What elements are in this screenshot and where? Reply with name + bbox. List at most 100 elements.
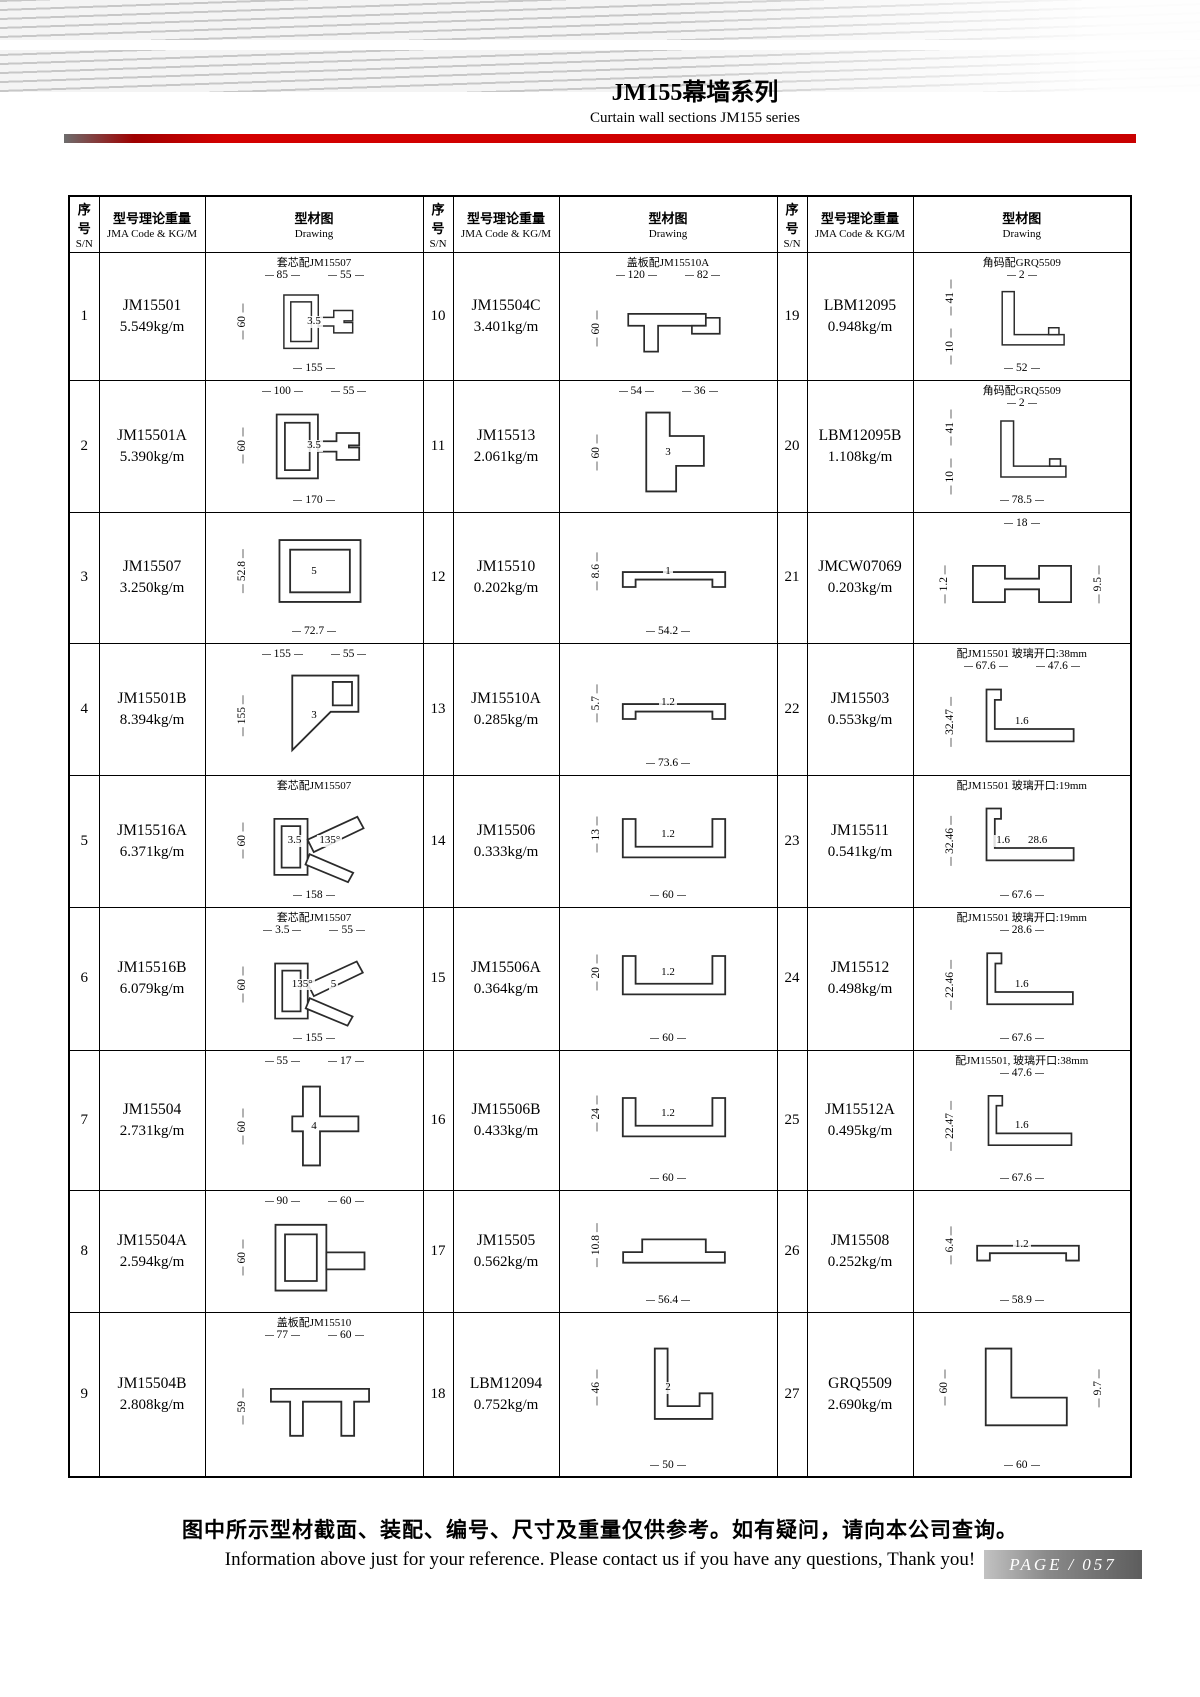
profile-weight: 1.108kg/m (827, 448, 893, 465)
sn-header-en: S/N (75, 237, 93, 250)
top-dimensions: 2 (916, 269, 1129, 282)
sn-cell: 1 (68, 251, 100, 381)
smallI-section-drawing (971, 564, 1072, 603)
anglemullion-section-drawing (273, 815, 365, 884)
shallow-section-drawing (621, 571, 726, 589)
profile-code: JMCW07069 (818, 558, 902, 576)
profile-code: JM15512A (825, 1100, 895, 1118)
footer-note: 图中所示型材截面、装配、编号、尺寸及重量仅供参考。如有疑问，请向本公司查询。 I… (0, 1514, 1200, 1571)
dimension-label: 100 (259, 385, 306, 398)
profile-code: JM15506B (471, 1100, 541, 1118)
drawing-header-cn: 型材图 (1002, 211, 1042, 227)
profile-code: JM15506 (476, 821, 536, 839)
dimension-label: 67.6 (997, 1032, 1047, 1045)
drawing-note: 盖板配JM15510A (626, 257, 710, 270)
dimension-label: 55 (326, 924, 368, 937)
sn-cell: 11 (422, 379, 454, 513)
dimension-label: 55 (325, 269, 367, 282)
profile-weight: 0.541kg/m (827, 843, 893, 860)
dimension-label: 67.6 (961, 660, 1011, 673)
profile-weight: 3.401kg/m (473, 318, 539, 335)
profile-code: JM15501A (117, 426, 187, 444)
drawing-header-cn: 型材图 (294, 211, 334, 227)
channel-section-drawing (621, 817, 726, 859)
bottom-dimensions: 60 (562, 1032, 775, 1045)
cornerangle-section-drawing (984, 1347, 1068, 1427)
profile-weight: 0.433kg/m (473, 1122, 539, 1139)
profile-code: JM15504A (117, 1231, 187, 1249)
dimension-label: 60 (236, 301, 249, 343)
drawing-note: 配JM15501 玻璃开口:19mm (956, 780, 1087, 793)
left-dimensions: 60 (236, 301, 249, 343)
dimension-label: 41 (944, 277, 957, 319)
page-number: 057 (1082, 1555, 1117, 1574)
left-dimensions: 32.46 (944, 813, 957, 869)
profile-code: JM15510A (471, 689, 541, 707)
footer-note-cn: 图中所示型材截面、装配、编号、尺寸及重量仅供参考。如有疑问，请向本公司查询。 (182, 1518, 1018, 1543)
profile-code: JM15504C (471, 296, 541, 314)
dimension-label: 47.6 (997, 1067, 1047, 1080)
profile-code: JM15510 (476, 558, 536, 576)
angle-section-drawing (999, 419, 1067, 478)
dimension-label: 9.7 (1092, 1366, 1105, 1410)
dimension-label: 36 (679, 385, 721, 398)
bottom-dimensions: 58.9 (916, 1294, 1129, 1307)
dimension-label: 60 (647, 889, 689, 902)
bottom-dimensions: 67.6 (916, 889, 1129, 902)
code-header-cn: 型号理论重量 (820, 211, 899, 227)
left-dimensions: 60 (590, 308, 603, 350)
left-dimensions: 22.47 (944, 1098, 957, 1154)
sn-cell: 4 (68, 642, 100, 776)
bead-section-drawing (987, 1094, 1072, 1146)
profile-weight: 0.498kg/m (827, 981, 893, 998)
page-subtitle: Curtain wall sections JM155 series (590, 109, 800, 126)
sn-cell: 8 (68, 1189, 100, 1313)
bottom-dimensions: 155 (208, 1032, 421, 1045)
sn-cell: 20 (776, 379, 808, 513)
dimension-label: 5.7 (590, 681, 603, 725)
dimension-label: 13 (590, 814, 603, 856)
cap2-section-drawing (627, 312, 721, 353)
bottom-dimensions: 73.6 (562, 757, 775, 770)
drawing-note: 配JM15501, 玻璃开口:38mm (955, 1055, 1089, 1068)
bottom-dimensions: 60 (916, 1459, 1129, 1472)
left-dimensions: 22.46 (944, 957, 957, 1013)
left-dimensions: 60 (590, 432, 603, 474)
profile-weight: 6.079kg/m (119, 981, 185, 998)
dimension-label: 90 (262, 1195, 304, 1208)
profile-code: JM15501B (117, 689, 187, 707)
profile-code: JM15504B (117, 1374, 187, 1392)
